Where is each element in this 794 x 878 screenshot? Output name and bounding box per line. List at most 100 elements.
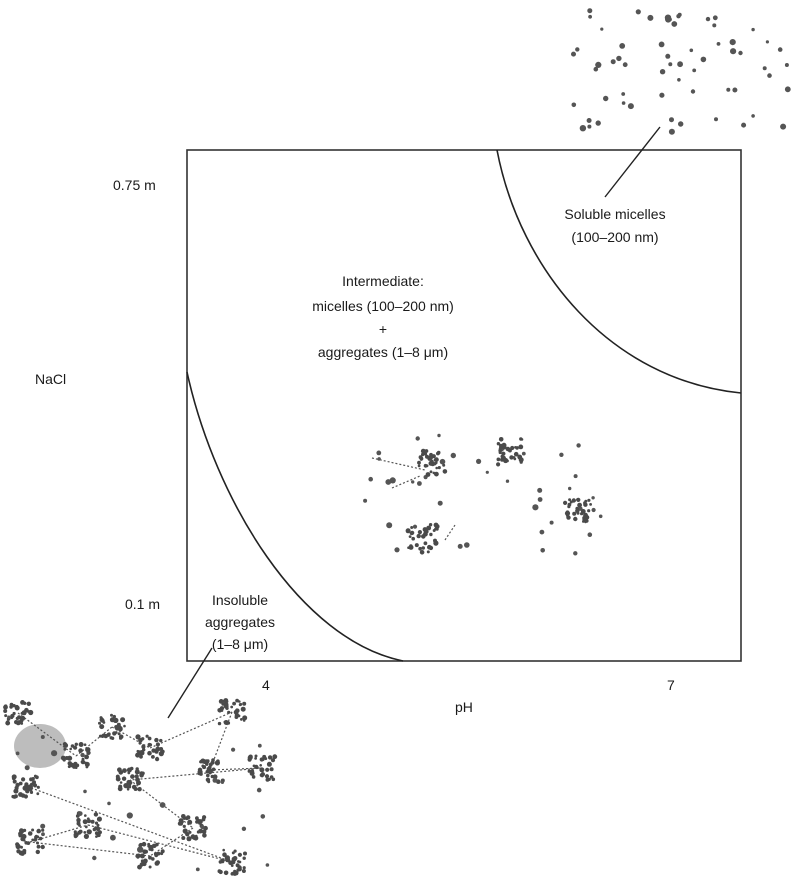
- aggregate-cluster: [417, 448, 448, 477]
- micelle-dot: [220, 780, 225, 784]
- micelle-dot: [732, 87, 738, 93]
- aggregate-link: [129, 767, 263, 781]
- micelle-dot: [51, 750, 58, 757]
- aggregate-link: [149, 711, 233, 749]
- micelle-dot: [587, 124, 592, 129]
- micelle-dot: [578, 506, 583, 511]
- micelle-dot: [767, 73, 772, 78]
- micelle-dot: [603, 95, 609, 102]
- aggregate-blob: [14, 724, 66, 768]
- micelle-dot: [751, 27, 755, 32]
- intermediate-label-line-4: aggregates (1–8 μm): [318, 344, 448, 360]
- aggregate-cluster: [496, 437, 524, 467]
- aggregate-cluster: [15, 828, 45, 856]
- micelle-dot: [537, 497, 543, 502]
- micelle-dot: [587, 8, 593, 14]
- aggregate-link: [17, 712, 77, 757]
- aggregate-cluster: [98, 713, 126, 740]
- aggregate-cluster: [73, 811, 102, 840]
- aggregate-link: [29, 841, 151, 857]
- aggregate-link: [391, 475, 421, 489]
- y-tick-high: 0.75 m: [113, 177, 156, 193]
- aggregate-link: [371, 457, 426, 471]
- intermediate-label-line-3: +: [379, 321, 387, 337]
- micelle-dot: [126, 812, 133, 819]
- micelle-dot: [780, 123, 787, 130]
- micelle-dot: [659, 69, 666, 75]
- micelle-dot: [539, 529, 545, 535]
- aggregate-cluster: [197, 758, 225, 784]
- micelle-dot: [363, 498, 368, 503]
- micelle-dot: [762, 66, 767, 71]
- micelle-dot: [24, 765, 30, 771]
- aggregate-link: [87, 824, 233, 863]
- micelle-dot: [571, 102, 577, 108]
- micelle-dot: [389, 477, 396, 484]
- micelle-dot: [568, 486, 572, 491]
- micelle-dot: [485, 470, 489, 474]
- x-tick-low: 4: [262, 677, 270, 693]
- micelle-dot: [579, 125, 587, 132]
- insoluble-boundary-curve: [186, 371, 404, 662]
- micelle-dot: [591, 507, 596, 513]
- micelle-dot: [260, 814, 266, 819]
- micelle-dot: [621, 92, 626, 96]
- micelle-dot: [587, 532, 593, 537]
- micelle-dot: [464, 542, 470, 548]
- micelle-dot: [664, 14, 672, 21]
- micelle-dot: [705, 16, 711, 22]
- micelle-dot: [231, 747, 236, 752]
- micelle-dot: [537, 487, 543, 493]
- micelle-dot: [457, 543, 463, 549]
- micelle-dot: [549, 520, 554, 525]
- plot-frame: [186, 149, 742, 662]
- aggregate-link: [25, 785, 233, 863]
- micelle-dot: [7, 715, 11, 719]
- micelle-dot: [677, 78, 681, 82]
- aggregate-cluster: [135, 734, 165, 762]
- micelle-dot: [712, 23, 717, 28]
- micelle-dot: [588, 14, 592, 19]
- soluble-leader-line: [604, 126, 661, 198]
- micelle-dot: [647, 14, 654, 21]
- micelle-dot: [92, 855, 97, 861]
- soluble-micelles-illustration: [571, 8, 791, 135]
- micelle-dot: [476, 458, 482, 464]
- insoluble-leader-line: [167, 647, 213, 719]
- micelle-dot: [730, 48, 737, 55]
- micelle-dot: [658, 41, 665, 48]
- micelle-dot: [200, 825, 205, 830]
- micelle-dot: [716, 42, 721, 46]
- micelle-dot: [386, 522, 393, 529]
- micelle-dot: [671, 21, 678, 27]
- micelle-dot: [692, 68, 697, 73]
- micelle-dot: [573, 474, 578, 479]
- micelle-dot: [635, 9, 641, 15]
- insoluble-label-line-1: Insoluble: [212, 592, 268, 608]
- aggregate-cluster: [177, 814, 208, 842]
- aggregate-cluster: [217, 848, 247, 876]
- micelle-dot: [689, 48, 694, 53]
- aggregate-cluster: [217, 698, 248, 726]
- micelle-dot: [107, 801, 111, 806]
- micelle-dot: [212, 777, 218, 783]
- micelle-dot: [598, 514, 603, 519]
- micelle-dot: [751, 114, 755, 118]
- micelle-dot: [586, 118, 592, 123]
- micelle-dot: [690, 89, 696, 94]
- aggregate-cluster: [563, 497, 592, 524]
- micelle-dot: [195, 867, 200, 872]
- micelle-dot: [575, 47, 580, 52]
- x-tick-high: 7: [667, 677, 675, 693]
- aggregate-cluster: [405, 522, 440, 555]
- micelle-dot: [593, 66, 599, 72]
- micelle-dot: [600, 27, 604, 31]
- micelle-dot: [415, 436, 420, 441]
- micelle-dot: [784, 86, 791, 93]
- micelle-dot: [394, 547, 400, 553]
- micelle-dot: [265, 863, 270, 867]
- soluble-label-line-1: Soluble micelles: [564, 206, 665, 222]
- micelle-dot: [729, 39, 736, 46]
- micelle-dot: [40, 823, 46, 829]
